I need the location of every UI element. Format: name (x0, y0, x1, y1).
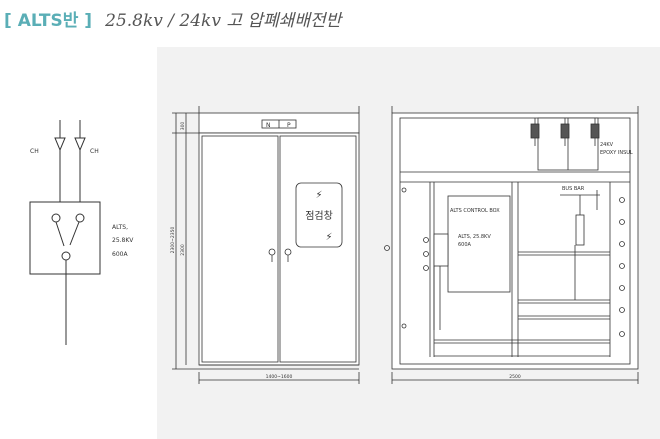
lightning-icon: ⚡ (315, 190, 322, 201)
control-box-label: ALTS CONTROL BOX (450, 208, 500, 214)
dim-overall-height: 2300~2350 (170, 227, 176, 254)
lightning-icon-lower: ⚡ (325, 232, 332, 243)
source-left-label: CH (30, 148, 39, 155)
dim-body-height: 2300 (180, 244, 186, 256)
dim-depth: 2500 (509, 374, 521, 380)
dim-width: 1400~1600 (266, 374, 293, 380)
nameplate-n: N (266, 122, 271, 129)
alts-label-2: 600A (458, 242, 472, 248)
inspection-window-label: 점검창 (305, 210, 333, 222)
single-line-diagram (29, 120, 101, 345)
dim-top: 300 (180, 122, 186, 131)
page-subtitle: 25.8kv / 24kv 고 압폐쇄배전반 (105, 11, 342, 31)
alts-label-1: ALTS, 25.8KV (458, 234, 491, 240)
insulator-label-1: 24KV (600, 142, 614, 148)
page-title: [ ALTS반 ] (4, 11, 93, 31)
busbar-label: BUS BAR (562, 186, 585, 192)
side-view-cabinet (384, 106, 639, 384)
device-label-3: 600A (112, 251, 128, 258)
device-label-2: 25.8KV (112, 237, 134, 244)
device-label-1: ALTS, (112, 224, 128, 231)
front-view-cabinet (172, 106, 360, 384)
insulator-label-2: EPOXY INSUL (600, 150, 633, 156)
source-right-label: CH (90, 148, 99, 155)
nameplate-p: P (287, 122, 291, 129)
page-header: [ ALTS반 ] 25.8kv / 24kv 고 압폐쇄배전반 (4, 6, 342, 31)
